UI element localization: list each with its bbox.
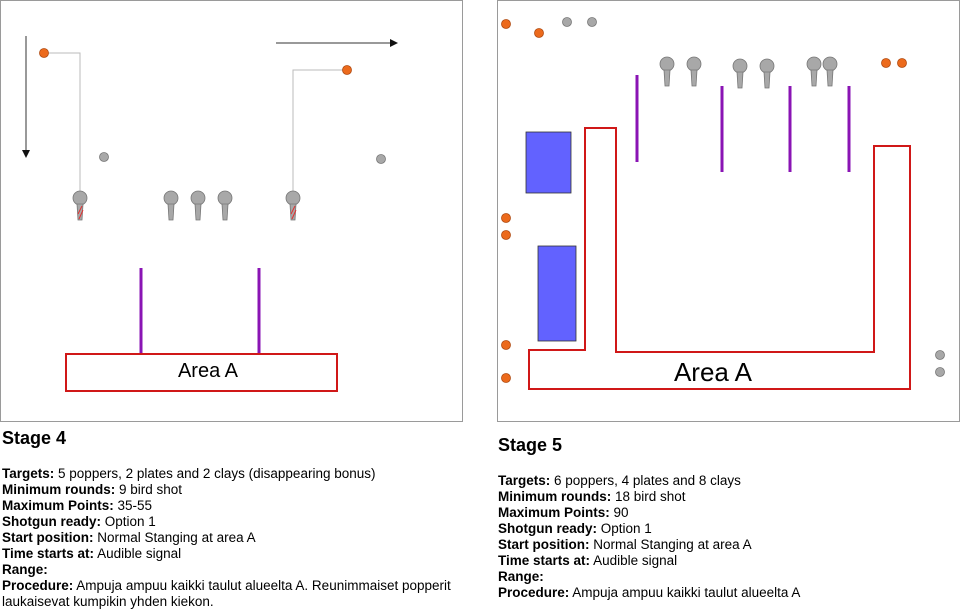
row-label: Targets: bbox=[498, 473, 551, 488]
row-value: 6 poppers, 4 plates and 8 clays bbox=[554, 473, 741, 488]
minimum-rounds-row: Minimum rounds: 18 bird shot bbox=[498, 489, 958, 505]
clay-target bbox=[501, 213, 511, 223]
barrel bbox=[537, 245, 577, 342]
stage5-info: Stage 5 Targets: 6 poppers, 4 plates and… bbox=[498, 435, 958, 601]
targets-row: Targets: 5 poppers, 2 plates and 2 clays… bbox=[2, 466, 457, 482]
clay-target bbox=[501, 230, 511, 240]
procedure-row: Procedure: Ampuja ampuu kaikki taulut al… bbox=[498, 585, 958, 601]
row-label: Start position: bbox=[2, 530, 94, 545]
stage4-diagram: Area A bbox=[0, 0, 464, 423]
popper-target bbox=[72, 190, 88, 221]
row-label: Shotgun ready: bbox=[2, 514, 102, 529]
clay-target bbox=[897, 58, 907, 68]
popper-target bbox=[217, 190, 233, 221]
range-row: Range: bbox=[498, 569, 958, 585]
clay-target bbox=[534, 28, 544, 38]
row-label: Procedure: bbox=[2, 578, 74, 593]
shooting-area bbox=[65, 353, 338, 392]
maximum-points-row: Maximum Points: 90 bbox=[498, 505, 958, 521]
arrow-right-head bbox=[390, 39, 398, 47]
area-label: Area A bbox=[178, 360, 239, 382]
row-value: Ampuja ampuu kaikki taulut alueelta A. R… bbox=[2, 578, 451, 609]
row-value: Audible signal bbox=[593, 553, 678, 568]
shooting-area bbox=[528, 127, 911, 390]
stage4-svg: Area A bbox=[0, 0, 463, 422]
popper-target bbox=[822, 56, 838, 87]
row-label: Range: bbox=[498, 569, 544, 584]
popper-target bbox=[659, 56, 675, 87]
stage5-svg: Area A bbox=[497, 0, 960, 422]
row-label: Maximum Points: bbox=[2, 498, 114, 513]
stage4-title: Stage 4 bbox=[2, 428, 67, 448]
row-value: Normal Stanging at area A bbox=[593, 537, 752, 552]
row-label: Maximum Points: bbox=[498, 505, 610, 520]
row-value: 9 bird shot bbox=[119, 482, 183, 497]
maximum-points-row: Maximum Points: 35-55 bbox=[2, 498, 457, 514]
row-label: Targets: bbox=[2, 466, 55, 481]
time-starts-row: Time starts at: Audible signal bbox=[2, 546, 457, 562]
clay-target bbox=[501, 340, 511, 350]
clay-target bbox=[39, 48, 49, 58]
row-value: Normal Stanging at area A bbox=[97, 530, 256, 545]
clay-path-right bbox=[292, 69, 347, 212]
stage4-rows: Targets: 5 poppers, 2 plates and 2 clays… bbox=[2, 466, 457, 610]
shotgun-ready-row: Shotgun ready: Option 1 bbox=[498, 521, 958, 537]
popper-target bbox=[163, 190, 179, 221]
stage5-rows: Targets: 6 poppers, 4 plates and 8 clays… bbox=[498, 473, 958, 601]
plate-target bbox=[587, 17, 597, 27]
row-label: Minimum rounds: bbox=[2, 482, 116, 497]
row-label: Start position: bbox=[498, 537, 590, 552]
row-label: Shotgun ready: bbox=[498, 521, 598, 536]
row-label: Procedure: bbox=[498, 585, 570, 600]
plate-target bbox=[935, 350, 945, 360]
popper-target bbox=[285, 190, 301, 221]
popper-target bbox=[806, 56, 822, 87]
start-position-row: Start position: Normal Stanging at area … bbox=[498, 537, 958, 553]
minimum-rounds-row: Minimum rounds: 9 bird shot bbox=[2, 482, 457, 498]
clay-target bbox=[342, 65, 352, 75]
area-label: Area A bbox=[674, 357, 753, 387]
clay-target bbox=[501, 19, 511, 29]
clay-target bbox=[881, 58, 891, 68]
clay-path-left bbox=[45, 52, 81, 212]
targets-row: Targets: 6 poppers, 4 plates and 8 clays bbox=[498, 473, 958, 489]
row-value: 5 poppers, 2 plates and 2 clays (disappe… bbox=[58, 466, 376, 481]
procedure-row: Procedure: Ampuja ampuu kaikki taulut al… bbox=[2, 578, 457, 610]
row-value: Option 1 bbox=[600, 521, 652, 536]
popper-target bbox=[686, 56, 702, 87]
stage4-info: Stage 4 Targets: 5 poppers, 2 plates and… bbox=[2, 428, 457, 610]
plate-target bbox=[935, 367, 945, 377]
clay-target bbox=[501, 373, 511, 383]
row-label: Time starts at: bbox=[498, 553, 591, 568]
row-label: Minimum rounds: bbox=[498, 489, 612, 504]
shotgun-ready-row: Shotgun ready: Option 1 bbox=[2, 514, 457, 530]
row-value: Option 1 bbox=[104, 514, 156, 529]
stage5-title: Stage 5 bbox=[498, 435, 563, 455]
barrel bbox=[525, 131, 572, 194]
row-value: 90 bbox=[613, 505, 629, 520]
row-value: Audible signal bbox=[97, 546, 182, 561]
popper-target bbox=[190, 190, 206, 221]
plate-target bbox=[376, 154, 386, 164]
row-value: Ampuja ampuu kaikki taulut alueelta A bbox=[572, 585, 801, 600]
row-value: 35-55 bbox=[117, 498, 153, 513]
popper-target bbox=[759, 58, 775, 89]
row-label: Time starts at: bbox=[2, 546, 95, 561]
row-label: Range: bbox=[2, 562, 48, 577]
popper-target bbox=[732, 58, 748, 89]
time-starts-row: Time starts at: Audible signal bbox=[498, 553, 958, 569]
row-value: 18 bird shot bbox=[615, 489, 686, 504]
plate-target bbox=[562, 17, 572, 27]
stage5-diagram: Area A bbox=[497, 0, 960, 423]
start-position-row: Start position: Normal Stanging at area … bbox=[2, 530, 457, 546]
plate-target bbox=[99, 152, 109, 162]
arrow-down-head bbox=[22, 150, 30, 158]
range-row: Range: bbox=[2, 562, 457, 578]
